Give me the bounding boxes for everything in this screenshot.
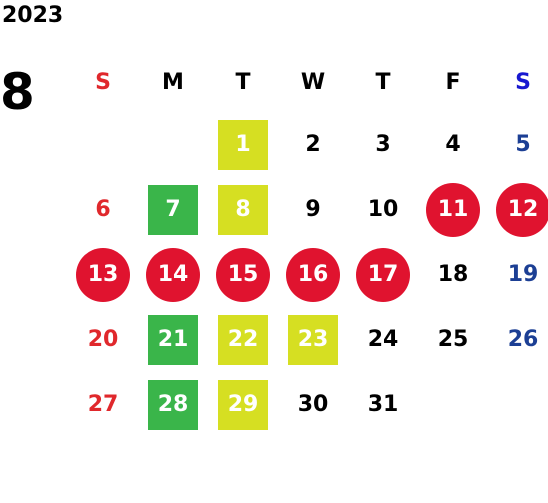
- day-cell: 17: [348, 242, 418, 307]
- weekday-cell: S: [488, 52, 548, 112]
- day-cell: 21: [138, 307, 208, 372]
- empty-day-cell: [488, 372, 548, 437]
- day-22[interactable]: 22: [218, 314, 268, 365]
- day-cell: 11: [418, 177, 488, 242]
- day-6[interactable]: 6: [95, 197, 111, 222]
- day-14[interactable]: 14: [146, 247, 200, 302]
- day-cell: 4: [418, 112, 488, 177]
- day-30[interactable]: 30: [297, 392, 329, 417]
- day-9[interactable]: 9: [305, 197, 321, 222]
- day-cell: 18: [418, 242, 488, 307]
- day-18[interactable]: 18: [437, 262, 469, 287]
- week-row: 1 2 3 4 5: [68, 112, 548, 177]
- day-5[interactable]: 5: [515, 132, 531, 157]
- week-row: 13 14 15 16 17 18 19: [68, 242, 548, 307]
- day-cell: 22: [208, 307, 278, 372]
- day-27[interactable]: 27: [87, 392, 119, 417]
- day-29[interactable]: 29: [218, 379, 268, 430]
- day-4[interactable]: 4: [445, 132, 461, 157]
- weekday-label: S: [515, 69, 531, 95]
- calendar-month: 8: [0, 63, 35, 121]
- calendar-year: 2023: [2, 3, 64, 28]
- day-2[interactable]: 2: [305, 132, 321, 157]
- day-cell: 3: [348, 112, 418, 177]
- day-17[interactable]: 17: [356, 247, 410, 302]
- day-25[interactable]: 25: [437, 327, 469, 352]
- empty-day-cell: [68, 112, 138, 177]
- day-cell: 9: [278, 177, 348, 242]
- weekday-cell: T: [348, 52, 418, 112]
- day-21[interactable]: 21: [148, 314, 198, 365]
- day-cell: 6: [68, 177, 138, 242]
- day-cell: 2: [278, 112, 348, 177]
- week-row: 27 28 29 30 31: [68, 372, 548, 437]
- day-11[interactable]: 11: [426, 182, 480, 237]
- day-19[interactable]: 19: [507, 262, 539, 287]
- empty-day-cell: [418, 372, 488, 437]
- day-23[interactable]: 23: [288, 314, 338, 365]
- weekday-cell: T: [208, 52, 278, 112]
- day-cell: 26: [488, 307, 548, 372]
- weekday-cell: S: [68, 52, 138, 112]
- day-10[interactable]: 10: [367, 197, 399, 222]
- week-row: 20 21 22 23 24 25 26: [68, 307, 548, 372]
- weekday-cell: W: [278, 52, 348, 112]
- day-1[interactable]: 1: [218, 119, 268, 170]
- day-13[interactable]: 13: [76, 247, 130, 302]
- day-cell: 13: [68, 242, 138, 307]
- day-16[interactable]: 16: [286, 247, 340, 302]
- weekday-label: M: [162, 69, 184, 95]
- day-cell: 5: [488, 112, 548, 177]
- day-15[interactable]: 15: [216, 247, 270, 302]
- day-cell: 29: [208, 372, 278, 437]
- day-8[interactable]: 8: [218, 184, 268, 235]
- day-cell: 1: [208, 112, 278, 177]
- day-7[interactable]: 7: [148, 184, 198, 235]
- weekday-label: T: [235, 69, 251, 95]
- day-cell: 16: [278, 242, 348, 307]
- day-cell: 12: [488, 177, 548, 242]
- day-cell: 19: [488, 242, 548, 307]
- day-cell: 20: [68, 307, 138, 372]
- day-26[interactable]: 26: [507, 327, 539, 352]
- day-20[interactable]: 20: [87, 327, 119, 352]
- day-3[interactable]: 3: [375, 132, 391, 157]
- day-cell: 24: [348, 307, 418, 372]
- weekday-label: F: [445, 69, 461, 95]
- day-12[interactable]: 12: [496, 182, 548, 237]
- day-cell: 30: [278, 372, 348, 437]
- day-cell: 8: [208, 177, 278, 242]
- day-28[interactable]: 28: [148, 379, 198, 430]
- weekday-cell: F: [418, 52, 488, 112]
- empty-day-cell: [138, 112, 208, 177]
- day-cell: 31: [348, 372, 418, 437]
- weekday-cell: M: [138, 52, 208, 112]
- weekday-label: S: [95, 69, 111, 95]
- day-cell: 7: [138, 177, 208, 242]
- day-cell: 25: [418, 307, 488, 372]
- day-cell: 15: [208, 242, 278, 307]
- day-cell: 28: [138, 372, 208, 437]
- day-31[interactable]: 31: [367, 392, 399, 417]
- weekday-label: W: [300, 69, 326, 95]
- weekday-label: T: [375, 69, 391, 95]
- day-cell: 27: [68, 372, 138, 437]
- day-cell: 10: [348, 177, 418, 242]
- day-cell: 14: [138, 242, 208, 307]
- day-cell: 23: [278, 307, 348, 372]
- day-24[interactable]: 24: [367, 327, 399, 352]
